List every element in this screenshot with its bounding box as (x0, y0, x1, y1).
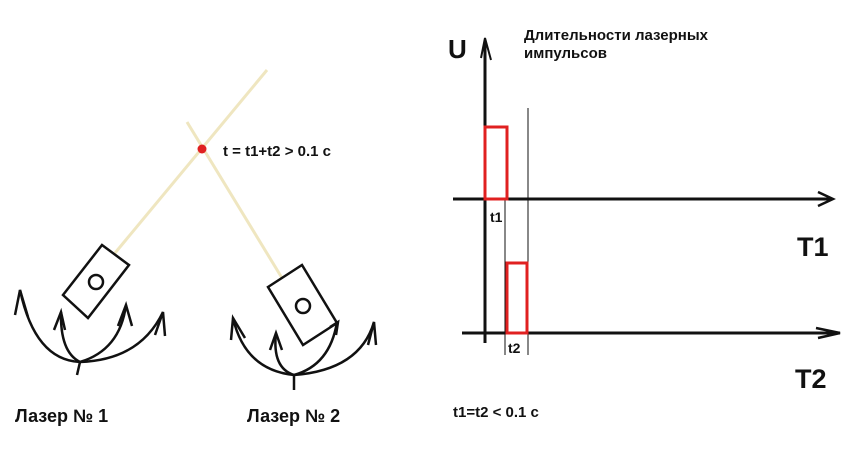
laser1-beam (113, 69, 269, 254)
intersection-label: t = t1+t2 > 0.1 c (223, 143, 331, 160)
chart-title-line2: импульсов (524, 45, 607, 62)
laser2-device (266, 263, 339, 347)
pulse1-rect (483, 125, 509, 201)
condition-label: t1=t2 < 0.1 c (453, 404, 539, 421)
intersection-dot (197, 144, 207, 154)
u-axis-label: U (448, 34, 467, 64)
chart-title-line1: Длительности лазерных (524, 27, 709, 44)
pulse2-label: t2 (508, 340, 521, 356)
pulse2-rect (505, 261, 529, 335)
laser2-rotation-arrows-icon (229, 314, 378, 390)
u-axis-arrow-icon (480, 37, 492, 61)
t2-axis-arrow-icon (815, 326, 841, 340)
laser1-device (61, 243, 131, 320)
pulse1-label: t1 (490, 209, 503, 225)
laser1-label: Лазер № 1 (15, 406, 109, 426)
pulse-chart (453, 37, 841, 355)
laser2-label: Лазер № 2 (247, 406, 341, 426)
laser1-rotation-arrows-icon (13, 289, 167, 376)
t2-axis-label: T2 (795, 364, 827, 394)
t1-axis-arrow-icon (817, 190, 836, 208)
t1-axis-label: T1 (797, 232, 829, 262)
